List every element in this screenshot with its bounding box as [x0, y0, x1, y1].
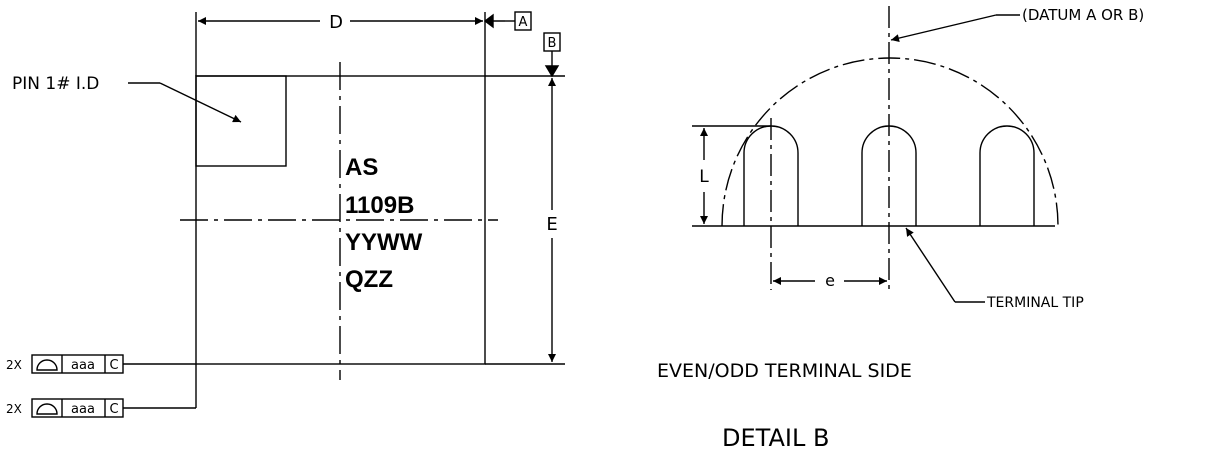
detail-circle-arc: [721, 57, 1059, 227]
tolerance-frame-2: [31, 398, 124, 418]
pin1-marker-square: [195, 75, 287, 167]
detail-title: DETAIL B: [722, 424, 829, 452]
marking-line-1: AS: [345, 154, 378, 181]
dimension-label-l: L: [699, 167, 709, 187]
tolerance-datum-2: C: [109, 402, 118, 417]
pin1-label: PIN 1# I.D: [12, 74, 99, 94]
tolerance-value-2: aaa: [71, 402, 95, 417]
pin1-leader-arrow: [159, 82, 242, 123]
datum-b-triangle: [544, 65, 560, 78]
tolerance-value-1: aaa: [71, 358, 95, 373]
terminal-tip-label: TERMINAL TIP: [986, 295, 1084, 311]
tolerance-prefix-1: 2X: [6, 358, 22, 372]
datum-b-label: B: [548, 36, 557, 51]
datum-note-leader-arrow: [890, 14, 997, 43]
terminal-side-label: EVEN/ODD TERMINAL SIDE: [657, 360, 912, 382]
profile-surface-icon: [36, 403, 58, 415]
tolerance-prefix-2: 2X: [6, 402, 22, 416]
tolerance-datum-1: C: [109, 358, 118, 373]
datum-a-label: A: [519, 15, 528, 30]
datum-note: (DATUM A OR B): [1022, 6, 1144, 24]
dimension-label-pitch: e: [825, 271, 835, 290]
datum-a-triangle: [483, 13, 494, 29]
dimension-label-d: D: [329, 12, 343, 33]
marking-line-4: QZZ: [345, 266, 393, 293]
terminal-tip-leader-arrow: [905, 227, 956, 303]
terminal-3: [979, 125, 1035, 226]
profile-surface-icon: [36, 359, 58, 371]
tolerance-frame-1: [31, 354, 124, 374]
marking-line-2: 1109B: [345, 192, 414, 219]
dimension-label-e: E: [546, 214, 557, 235]
marking-line-3: YYWW: [345, 229, 423, 256]
